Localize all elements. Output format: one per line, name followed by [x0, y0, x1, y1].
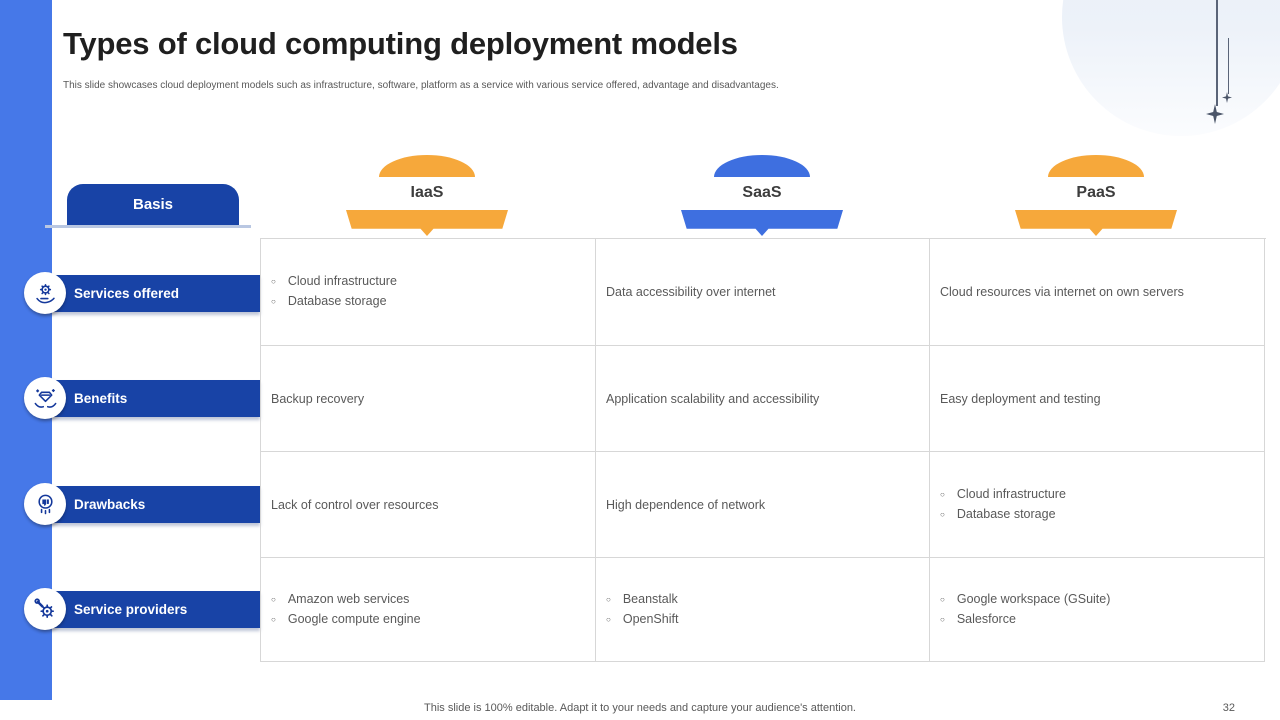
hands-diamond-icon — [34, 388, 56, 408]
bullet-list: Beanstalk OpenShift — [606, 590, 679, 630]
cell-text: Easy deployment and testing — [940, 391, 1101, 406]
ribbon-shape — [346, 210, 508, 236]
cell-drawbacks-iaas: Lack of control over resources — [261, 452, 596, 558]
thumbs-down-badge-icon — [37, 494, 53, 514]
column-label: PaaS — [1076, 184, 1116, 201]
row-label-drawbacks: Drawbacks — [40, 486, 260, 523]
bullet-item: OpenShift — [606, 610, 679, 630]
decorative-line — [1228, 38, 1229, 94]
basis-underline — [45, 225, 251, 228]
gear-wrench-icon — [33, 597, 54, 618]
left-accent-bar — [0, 0, 52, 700]
cell-text: Lack of control over resources — [271, 497, 439, 512]
cell-benefits-paas: Easy deployment and testing — [930, 346, 1265, 452]
cell-services-saas: Data accessibility over internet — [596, 239, 930, 346]
arch-shape — [714, 155, 810, 177]
row-icon-circle — [24, 588, 66, 630]
column-header-saas: SaaS — [672, 155, 852, 236]
cell-services-iaas: Cloud infrastructure Database storage — [261, 239, 596, 346]
page-number: 32 — [1222, 702, 1235, 714]
bullet-list: Cloud infrastructure Database storage — [940, 485, 1066, 525]
cell-text: High dependence of network — [606, 497, 766, 512]
cell-providers-saas: Beanstalk OpenShift — [596, 558, 930, 662]
decorative-line — [1216, 0, 1218, 106]
sparkle-icon — [1222, 92, 1232, 103]
bullet-item: Database storage — [940, 505, 1066, 525]
column-header-iaas: IaaS — [337, 155, 517, 236]
page-subtitle: This slide showcases cloud deployment mo… — [63, 80, 779, 91]
basis-label: Basis — [132, 196, 174, 213]
cell-providers-iaas: Amazon web services Google compute engin… — [261, 558, 596, 662]
row-icon-circle — [24, 377, 66, 419]
bullet-item: Google compute engine — [271, 610, 421, 630]
cell-text: Application scalability and accessibilit… — [606, 391, 820, 406]
cell-drawbacks-paas: Cloud infrastructure Database storage — [930, 452, 1265, 558]
cell-drawbacks-saas: High dependence of network — [596, 452, 930, 558]
cell-text: Backup recovery — [271, 391, 365, 406]
bullet-list: Cloud infrastructure Database storage — [271, 272, 397, 312]
column-label: IaaS — [410, 184, 444, 201]
bullet-item: Cloud infrastructure — [940, 485, 1066, 505]
row-icon-circle — [24, 483, 66, 525]
row-label-text: Benefits — [74, 391, 128, 406]
bullet-list: Google workspace (GSuite) Salesforce — [940, 590, 1111, 630]
cell-benefits-iaas: Backup recovery — [261, 346, 596, 452]
page-title: Types of cloud computing deployment mode… — [63, 26, 738, 61]
cell-providers-paas: Google workspace (GSuite) Salesforce — [930, 558, 1265, 662]
row-label-text: Service providers — [74, 602, 188, 617]
ribbon-shape — [1015, 210, 1177, 236]
bullet-item: Google workspace (GSuite) — [940, 590, 1111, 610]
ribbon-shape — [681, 210, 843, 236]
column-header-paas: PaaS — [1006, 155, 1186, 236]
arch-shape — [379, 155, 475, 177]
cell-benefits-saas: Application scalability and accessibilit… — [596, 346, 930, 452]
corner-circle-decoration — [1062, 0, 1280, 136]
bullet-item: Cloud infrastructure — [271, 272, 397, 292]
row-icon-circle — [24, 272, 66, 314]
bullet-item: Salesforce — [940, 610, 1110, 630]
bullet-list: Amazon web services Google compute engin… — [271, 590, 421, 630]
bullet-item: Database storage — [271, 292, 397, 312]
hand-gear-icon — [35, 283, 55, 303]
row-label-benefits: Benefits — [40, 380, 260, 417]
cell-text: Data accessibility over internet — [606, 285, 776, 299]
basis-header: Basis — [67, 184, 239, 225]
cell-text: Cloud resources via internet on own serv… — [940, 285, 1184, 299]
column-label: SaaS — [742, 184, 782, 201]
cell-services-paas: Cloud resources via internet on own serv… — [930, 239, 1265, 346]
comparison-table: Cloud infrastructure Database storage Da… — [260, 238, 1266, 662]
bullet-item: Amazon web services — [271, 590, 421, 610]
row-label-services-offered: Services offered — [40, 275, 260, 312]
footer-note: This slide is 100% editable. Adapt it to… — [424, 702, 856, 714]
row-label-text: Services offered — [74, 286, 180, 301]
row-label-text: Drawbacks — [74, 497, 146, 512]
arch-shape — [1048, 155, 1144, 177]
bullet-item: Beanstalk — [606, 590, 678, 610]
row-label-service-providers: Service providers — [40, 591, 260, 628]
